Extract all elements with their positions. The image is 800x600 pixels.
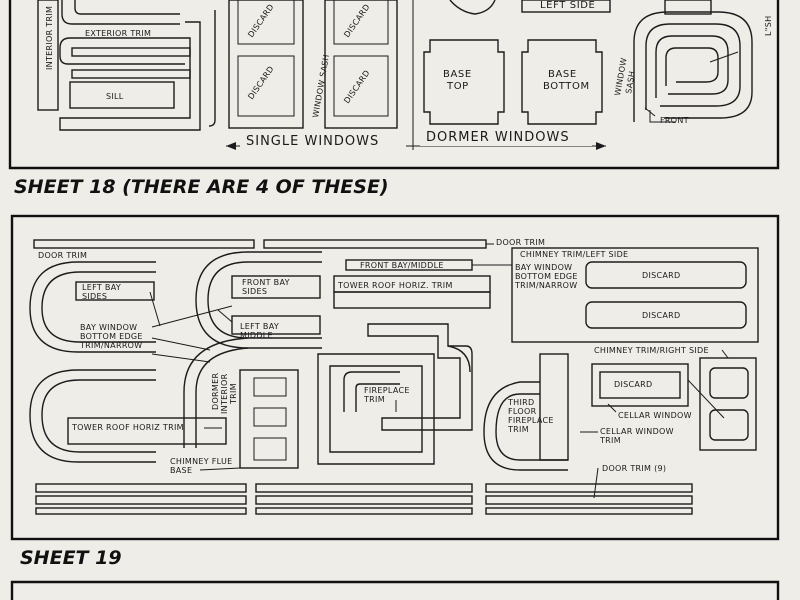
front-bay-middle-label: FRONT BAY/MIDDLE (360, 261, 444, 270)
top-panel: INTERIOR TRIM EXTERIOR TRIM SILL DISCARD… (8, 0, 780, 170)
bay-window-narrow-label-2: BOTTOM EDGE (515, 272, 578, 281)
chimney-trim-right (687, 349, 757, 451)
door-trim-label-left: DOOR TRIM (38, 251, 87, 260)
discard-label-4: DISCARD (342, 68, 371, 105)
arched-dormer-trims: FRONT L"SH (633, 11, 773, 125)
door-trim-9-label: DOOR TRIM (9) (602, 464, 666, 473)
dormer-interior-trim-label-2: INTERIOR (220, 373, 229, 414)
discard-label-2: DISCARD (246, 64, 275, 101)
chimney-flue-base-label-2: BASE (170, 466, 192, 475)
bay-window-left-label-2: BOTTOM EDGE (80, 332, 143, 341)
fireplace-trim-label-1: FIREPLACE (364, 386, 410, 395)
fireplace-trim-label-2: TRIM (363, 395, 385, 404)
cellar-window-group: DISCARD CHIMNEY TRIM/RIGHT SIDE CELLAR W… (580, 346, 709, 445)
front-bay-sides-label-2: SIDES (242, 287, 267, 296)
third-floor-fireplace-trim: THIRD FLOOR FIREPLACE TRIM (483, 353, 569, 471)
third-floor-label-1: THIRD (507, 398, 534, 407)
base-top-label-1: BASE (443, 69, 472, 80)
bay-window-narrow-label-3: TRIM/NARROW (514, 281, 577, 290)
sill-piece: SILL (69, 81, 175, 109)
tower-roof-horiz-trim: TOWER ROOF HORIZ TRIM CHIMNEY FLUE BASE (67, 417, 241, 475)
dormer-interior-trim: DORMER INTERIOR TRIM (211, 373, 238, 414)
bay-window-curves: LEFT BAY SIDES FRONT BAY SIDES LEFT BAY … (29, 251, 322, 463)
front-label: FRONT (660, 116, 689, 125)
door-trim-top: DOOR TRIM DOOR TRIM (33, 238, 545, 260)
window-sash-right-label-2: SASH (624, 70, 637, 94)
section-arrows: SINGLE WINDOWS DORMER WINDOWS (226, 0, 606, 150)
bay-window-left-label-3: TRIM/NARROW (79, 341, 142, 350)
dormer-interior-trim-label-3: TRIM (229, 383, 238, 405)
sheet-18-heading: SHEET 18 (THERE ARE 4 OF THESE) (14, 176, 389, 198)
dormer-interior-trim-label-1: DORMER (211, 373, 220, 410)
door-trim-label-right: DOOR TRIM (496, 238, 545, 247)
l-sh-label: L"SH (764, 16, 773, 36)
chimney-trim-right-label: CHIMNEY TRIM/RIGHT SIDE (594, 346, 709, 355)
top-panel-frame (8, 0, 780, 170)
cellar-window-trim-label-1: CELLAR WINDOW (600, 427, 674, 436)
bay-window-narrow-label-1: BAY WINDOW (515, 263, 572, 272)
left-bay-middle-label-2: MIDDLE (240, 331, 273, 340)
bay-window-left-label-1: BAY WINDOW (80, 323, 137, 332)
discard-label-a: DISCARD (642, 271, 680, 280)
cellar-window-trim-label-2: TRIM (599, 436, 621, 445)
third-floor-label-3: FIREPLACE (508, 416, 554, 425)
interior-trim-piece: INTERIOR TRIM (37, 0, 59, 111)
exterior-trim-label: EXTERIOR TRIM (85, 29, 151, 38)
chimney-flue-base-label-1: CHIMNEY FLUE (170, 457, 233, 466)
fireplace-trim: FIREPLACE TRIM (239, 323, 473, 469)
tower-roof-horiz-label: TOWER ROOF HORIZ TRIM (71, 423, 184, 432)
interior-trim-label: INTERIOR TRIM (45, 6, 54, 70)
dormer-windows-label: DORMER WINDOWS (426, 130, 570, 145)
base-bottom-label-1: BASE (548, 69, 577, 80)
dormer-window-group: BASE TOP BASE BOTTOM LEFT SIDE WINDOW SA… (423, 0, 712, 125)
third-floor-label-4: TRIM (507, 425, 529, 434)
sill-label: SILL (106, 92, 124, 101)
left-bay-sides-label-1: LEFT BAY (82, 283, 121, 292)
single-windows-label: SINGLE WINDOWS (246, 134, 379, 149)
cellar-window-label: CELLAR WINDOW (618, 411, 692, 420)
base-top-label-2: TOP (446, 81, 469, 92)
chimney-trim-left-label: CHIMNEY TRIM/LEFT SIDE (520, 250, 628, 259)
third-floor-label-2: FLOOR (508, 407, 537, 416)
door-trim-bottom: DOOR TRIM (9) (35, 464, 693, 515)
exterior-trim-piece: EXTERIOR TRIM (59, 0, 216, 131)
discard-label-1: DISCARD (246, 2, 275, 39)
tower-roof-horiz-dot-label: TOWER ROOF HORIZ. TRIM (337, 281, 453, 290)
front-bay-middle-strips: FRONT BAY/MIDDLE TOWER ROOF HORIZ. TRIM (333, 259, 512, 309)
left-bay-middle-label-1: LEFT BAY (240, 322, 279, 331)
sheet-18-frame (10, 214, 780, 541)
front-bay-sides-label-1: FRONT BAY (242, 278, 290, 287)
sheet-19-heading: SHEET 19 (20, 547, 122, 569)
sheet-18-panel: DOOR TRIM DOOR TRIM LEFT BAY SIDES FRONT… (10, 214, 780, 541)
base-bottom-label-2: BOTTOM (543, 81, 590, 92)
sheet-19-frame (10, 580, 780, 600)
left-bay-sides-label-2: SIDES (82, 292, 107, 301)
window-sash-label: WINDOW SASH (311, 53, 331, 118)
left-side-label: LEFT SIDE (540, 0, 595, 11)
chimney-trim-left: CHIMNEY TRIM/LEFT SIDE DISCARD DISCARD B… (511, 247, 759, 343)
cellar-discard-label: DISCARD (614, 380, 652, 389)
discard-label-3: DISCARD (342, 2, 371, 39)
single-window-sash-group: DISCARD DISCARD DISCARD DISCARD WINDOW S… (228, 0, 398, 129)
discard-label-b: DISCARD (642, 311, 680, 320)
